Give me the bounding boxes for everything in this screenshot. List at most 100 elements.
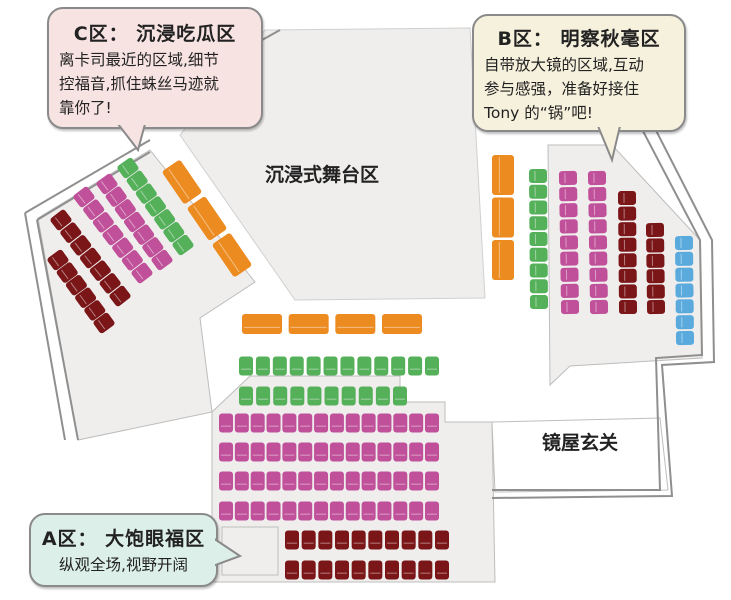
sofa-seat[interactable]	[382, 314, 422, 334]
seat[interactable]	[357, 356, 372, 376]
seat[interactable]	[125, 169, 148, 192]
seat[interactable]	[361, 442, 376, 462]
seat[interactable]	[282, 442, 297, 462]
seat[interactable]	[645, 222, 665, 238]
seat[interactable]	[285, 560, 299, 580]
seat[interactable]	[588, 187, 607, 202]
seat[interactable]	[153, 208, 176, 231]
seat[interactable]	[234, 442, 249, 462]
seat[interactable]	[618, 299, 638, 315]
sofa-seat[interactable]	[212, 232, 253, 277]
sofa-seat[interactable]	[187, 196, 228, 241]
seat[interactable]	[435, 560, 449, 580]
seat[interactable]	[560, 299, 580, 315]
seat[interactable]	[121, 249, 144, 272]
seat[interactable]	[298, 442, 313, 462]
seat[interactable]	[425, 501, 439, 521]
seat[interactable]	[335, 530, 349, 550]
seat[interactable]	[150, 249, 173, 272]
seat[interactable]	[425, 413, 439, 433]
seat[interactable]	[393, 413, 408, 433]
seat[interactable]	[266, 501, 281, 521]
seat[interactable]	[368, 560, 383, 580]
seat[interactable]	[141, 236, 164, 259]
seat[interactable]	[329, 501, 344, 521]
seat[interactable]	[393, 501, 408, 521]
seat[interactable]	[95, 173, 118, 196]
seat[interactable]	[329, 413, 344, 433]
seat[interactable]	[74, 286, 97, 309]
seat[interactable]	[425, 442, 439, 462]
seat[interactable]	[588, 219, 607, 234]
seat[interactable]	[559, 219, 578, 234]
seat[interactable]	[425, 471, 439, 491]
seat[interactable]	[409, 501, 424, 521]
seat[interactable]	[618, 206, 637, 221]
seat[interactable]	[618, 253, 637, 268]
seat[interactable]	[675, 330, 695, 346]
seat[interactable]	[314, 442, 329, 462]
seat[interactable]	[335, 560, 349, 580]
seat[interactable]	[219, 471, 233, 491]
seat[interactable]	[588, 203, 607, 218]
seat[interactable]	[425, 356, 439, 376]
seat[interactable]	[132, 223, 155, 246]
seat[interactable]	[674, 235, 694, 251]
seat[interactable]	[418, 530, 433, 550]
seat[interactable]	[298, 413, 313, 433]
seat[interactable]	[646, 269, 665, 284]
seat[interactable]	[345, 471, 360, 491]
seat[interactable]	[529, 247, 548, 262]
seat[interactable]	[529, 279, 548, 294]
seat[interactable]	[368, 530, 383, 550]
seat[interactable]	[391, 356, 406, 376]
seat[interactable]	[559, 203, 578, 218]
seat[interactable]	[589, 251, 608, 266]
sofa-seat[interactable]	[492, 197, 514, 238]
seat[interactable]	[108, 285, 131, 308]
seat[interactable]	[618, 268, 637, 283]
seat[interactable]	[282, 413, 297, 433]
seat[interactable]	[46, 249, 69, 272]
seat[interactable]	[144, 195, 167, 218]
seat[interactable]	[289, 356, 304, 376]
seat[interactable]	[130, 262, 153, 285]
sofa-seat[interactable]	[162, 159, 203, 204]
seat[interactable]	[675, 283, 694, 298]
seat[interactable]	[559, 187, 578, 202]
seat[interactable]	[301, 530, 316, 550]
seat[interactable]	[324, 386, 339, 406]
seat[interactable]	[675, 267, 694, 282]
seat[interactable]	[529, 263, 548, 278]
seat[interactable]	[374, 356, 389, 376]
seat[interactable]	[318, 530, 333, 550]
seat[interactable]	[329, 471, 344, 491]
seat[interactable]	[239, 356, 253, 376]
seat[interactable]	[408, 356, 423, 376]
seat[interactable]	[529, 184, 548, 199]
seat[interactable]	[345, 413, 360, 433]
seat[interactable]	[646, 238, 665, 253]
seat[interactable]	[345, 501, 360, 521]
seat[interactable]	[306, 356, 321, 376]
seat[interactable]	[435, 530, 449, 550]
seat[interactable]	[558, 170, 578, 186]
seat[interactable]	[256, 386, 271, 406]
seat[interactable]	[675, 315, 694, 330]
seat[interactable]	[114, 198, 137, 221]
seat[interactable]	[92, 312, 115, 335]
seat[interactable]	[393, 471, 408, 491]
seat[interactable]	[266, 471, 281, 491]
seat[interactable]	[219, 501, 233, 521]
seat[interactable]	[59, 221, 82, 244]
seat[interactable]	[285, 530, 299, 550]
seat[interactable]	[358, 386, 373, 406]
seat[interactable]	[377, 442, 392, 462]
seat[interactable]	[219, 442, 233, 462]
seat[interactable]	[377, 471, 392, 491]
seat[interactable]	[250, 501, 265, 521]
seat[interactable]	[646, 284, 665, 299]
seat[interactable]	[375, 386, 390, 406]
sofa-seat[interactable]	[335, 314, 376, 334]
seat[interactable]	[559, 235, 579, 250]
